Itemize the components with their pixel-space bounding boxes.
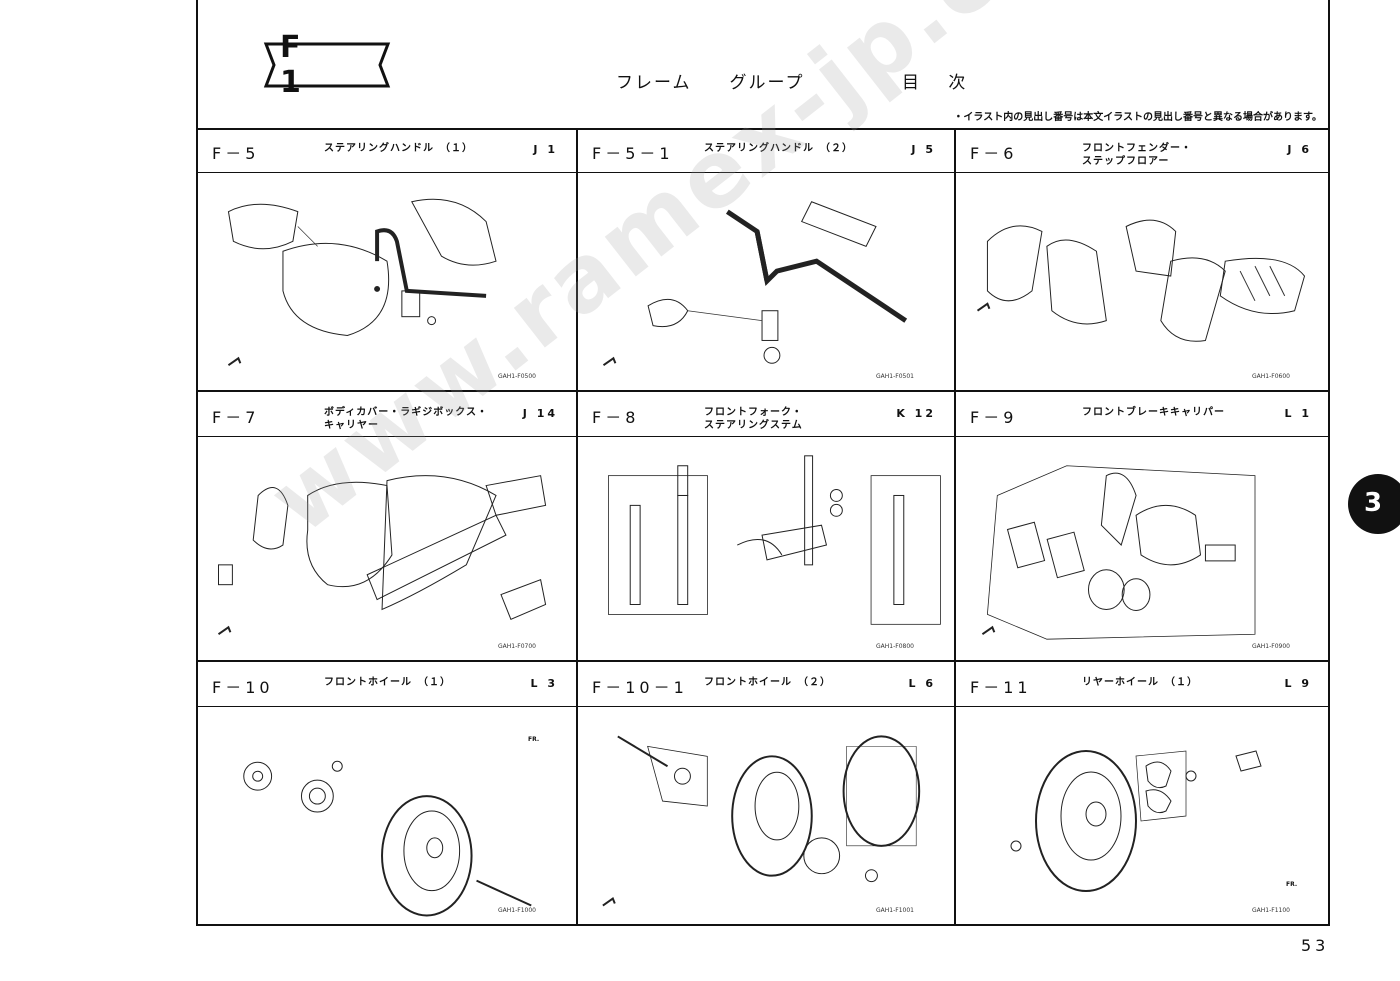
section-page-ref: J 5 — [911, 143, 936, 156]
exploded-diagram: GAH1-F0700 — [198, 436, 576, 660]
section-cell[interactable]: F－10－1 フロントホイール （２） L 6 GAH1-F1001 — [578, 662, 956, 924]
section-name: フロントホイール （２） — [704, 677, 831, 688]
figure-id: GAH1-F0500 — [498, 373, 536, 380]
section-name: フロントフェンダー・ ステップフロアー — [1082, 143, 1192, 167]
exploded-diagram: GAH1-F0800 — [578, 436, 954, 660]
section-page-ref: L 1 — [1284, 407, 1312, 420]
exploded-diagram: GAH1-F0600 — [956, 172, 1330, 390]
section-code: F－8 — [592, 408, 640, 427]
section-cell[interactable]: F－8 フロントフォーク・ ステアリングステム K 12 — [578, 392, 956, 662]
section-page-ref: J 14 — [522, 407, 558, 420]
exploded-diagram: GAH1-F0501 — [578, 172, 954, 390]
badge-label: F 1 — [280, 30, 335, 100]
page-title: フレーム グループ — [616, 73, 805, 93]
section-code: F－6 — [970, 144, 1018, 163]
section-badge: F 1 — [260, 30, 394, 100]
section-cell[interactable]: F－11 リヤーホイール （１） L 9 FR. GAH1-F1100 — [956, 662, 1330, 924]
section-cell[interactable]: F－6 フロントフェンダー・ ステップフロアー J 6 GAH1-F0600 — [956, 128, 1330, 392]
section-name: ステアリングハンドル （２） — [704, 143, 853, 154]
section-name: フロントブレーキキャリパー — [1082, 407, 1225, 418]
section-page-ref: K 12 — [896, 407, 936, 420]
figure-id: GAH1-F0800 — [876, 643, 914, 650]
section-code: F－10 — [212, 678, 274, 697]
section-code: F－7 — [212, 408, 260, 427]
exploded-diagram: GAH1-F0500 — [198, 172, 576, 390]
figure-id: GAH1-F1001 — [876, 907, 914, 914]
figure-id: GAH1-F0700 — [498, 643, 536, 650]
section-name: リヤーホイール （１） — [1082, 677, 1198, 688]
section-page-ref: J 1 — [533, 143, 558, 156]
section-grid: F－5 ステアリングハンドル （１） J 1 GAH1-F0500 — [198, 128, 1330, 924]
figure-id: GAH1-F1000 — [498, 907, 536, 914]
section-cell[interactable]: F－9 フロントブレーキキャリパー L 1 GAH1-F0900 — [956, 392, 1330, 662]
exploded-diagram: GAH1-F0900 — [956, 436, 1330, 660]
section-page-ref: L 3 — [530, 677, 558, 690]
exploded-diagram: GAH1-F1001 — [578, 706, 954, 924]
section-code: F－9 — [970, 408, 1018, 427]
page-number: 53 — [1301, 936, 1330, 955]
section-name: フロントホイール （１） — [324, 677, 451, 688]
section-code: F－11 — [970, 678, 1032, 697]
header-note: ・イラスト内の見出し番号は本文イラストの見出し番号と異なる場合があります。 — [953, 112, 1322, 123]
section-page-ref: J 6 — [1287, 143, 1312, 156]
section-cell[interactable]: F－5－1 ステアリングハンドル （２） J 5 GAH1-F0501 — [578, 128, 956, 392]
figure-id: GAH1-F1100 — [1252, 907, 1290, 914]
section-code: F－5 — [212, 144, 260, 163]
chapter-tab[interactable] — [1348, 474, 1400, 534]
section-cell[interactable]: F－5 ステアリングハンドル （１） J 1 GAH1-F0500 — [198, 128, 578, 392]
section-page-ref: L 9 — [1284, 677, 1312, 690]
exploded-diagram: FR. GAH1-F1000 — [198, 706, 576, 924]
section-name: ステアリングハンドル （１） — [324, 143, 473, 154]
section-cell[interactable]: F－10 フロントホイール （１） L 3 FR. GAH1-F1000 — [198, 662, 578, 924]
figure-id: GAH1-F0501 — [876, 373, 914, 380]
index-label: 目 次 — [902, 73, 978, 93]
figure-id: GAH1-F0600 — [1252, 373, 1290, 380]
front-direction-mark: FR. — [528, 736, 540, 743]
chapter-tab-number: 3 — [1364, 488, 1383, 518]
section-name: フロントフォーク・ ステアリングステム — [704, 407, 803, 431]
section-name: ボディカバー・ラギジボックス・ キャリヤー — [324, 407, 488, 431]
section-code: F－5－1 — [592, 144, 674, 163]
figure-id: GAH1-F0900 — [1252, 643, 1290, 650]
section-code: F－10－1 — [592, 678, 688, 697]
page-frame: F 1 フレーム グループ 目 次 ・イラスト内の見出し番号は本文イラストの見出… — [196, 0, 1330, 926]
exploded-diagram: FR. GAH1-F1100 — [956, 706, 1330, 924]
section-page-ref: L 6 — [908, 677, 936, 690]
page-header: F 1 フレーム グループ 目 次 ・イラスト内の見出し番号は本文イラストの見出… — [198, 0, 1328, 130]
section-cell[interactable]: F－7 ボディカバー・ラギジボックス・ キャリヤー J 14 GAH1-F070… — [198, 392, 578, 662]
front-direction-mark: FR. — [1286, 881, 1298, 888]
